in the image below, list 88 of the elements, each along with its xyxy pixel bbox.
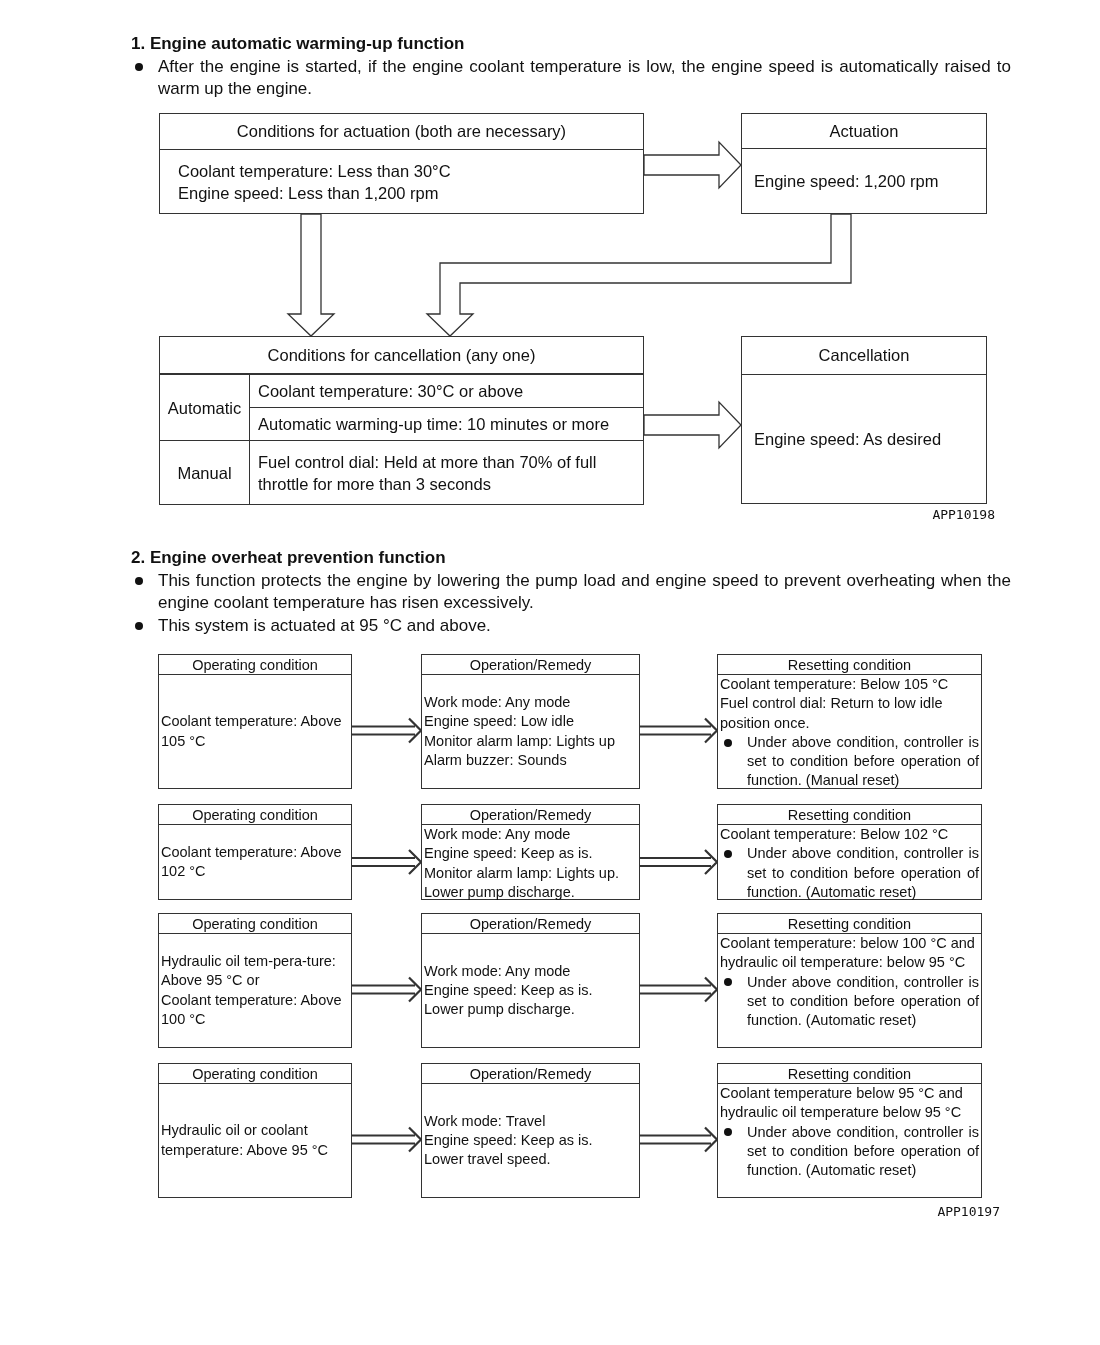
condition-text: Lower pump discharge. [424,882,576,902]
condition-text: Coolant temperature: Above 100 °C [161,990,343,1029]
bullet-text: This system is actuated at 95 °C and above. [158,615,491,637]
condition-text: Hydraulic oil tem-pera-ture: Above 95 °C or [161,951,337,991]
condition-text: Engine speed: As desired [754,429,943,450]
condition-text: Engine speed: Less than 1,200 rpm [178,182,440,204]
condition-text: Monitor alarm lamp: Lights up [424,731,616,751]
box-heading: Operating condition [192,1065,318,1082]
figure-code: APP10197 [936,1204,1000,1219]
condition-text: Engine speed: Keep as is. [424,844,594,864]
condition-text: Engine speed: Keep as is. [424,1130,594,1150]
box-heading: Resetting condition [787,656,912,673]
box-heading: Resetting condition [787,915,912,932]
condition-box [159,113,644,214]
condition-text: Coolant temperature: Above 105 °C [161,712,343,751]
condition-box [421,654,640,789]
condition-box [158,804,352,900]
box-heading: Actuation [829,121,899,141]
condition-box [158,654,352,789]
bullet-text: Under above condition, controller is set to condition before operation of function. (Automatic reset) [747,972,979,1031]
condition-text: Coolant temperature: Below 102 °C [720,825,950,844]
bullet-text: Under above condition, controller is set to condition before operation of function. (Manual reset) [747,732,979,791]
condition-text: Lower pump discharge. [424,1000,576,1020]
box-heading: Operation/Remedy [469,656,592,673]
table-heading: Conditions for cancellation (any one) [267,345,536,365]
double-arrow [638,1126,719,1153]
box-heading: Operating condition [192,656,318,673]
box-heading: Conditions for actuation (both are necessary) [236,122,567,141]
condition-text: Work mode: Travel [424,1111,547,1131]
bullet-text: This function protects the engine by lowering the pump load and engine speed to prevent overheating when the engine coolant temperature has risen excessively. [158,570,1011,614]
condition-box [421,1063,640,1198]
bullet-text: Under above condition, controller is set to condition before operation of function. (Automatic reset) [747,1122,979,1181]
row-heading: Manual [177,462,232,484]
bullet-text: Under above condition, controller is set to condition before operation of function. (Automatic reset) [747,844,979,902]
condition-text: Hydraulic oil or coolant temperature: Above 95 °C [161,1121,329,1160]
condition-box [741,336,987,504]
condition-text: Coolant temperature: Below 105 °C [720,675,950,694]
box-heading: Operating condition [192,806,318,823]
condition-text: Engine speed: Keep as is. [424,980,594,1000]
double-arrow [638,717,719,744]
condition-text: Fuel control dial: Return to low idle position once. [720,694,944,733]
condition-text: Work mode: Any mode [424,692,572,712]
figure-code: APP10198 [931,507,995,522]
box-heading: Operation/Remedy [469,1065,592,1082]
box-heading: Resetting condition [787,806,912,823]
row-heading: Automatic [167,397,242,419]
double-arrow [638,848,719,876]
block-arrow [286,213,336,337]
condition-text: Alarm buzzer: Sounds [424,750,568,770]
bullet-text: After the engine is started, if the engine coolant temperature is low, the engine speed is automatically raised to warm up the engine. [158,56,1011,100]
block-arrow [643,140,742,190]
condition-box [717,804,982,900]
condition-text: Work mode: Any mode [424,825,572,844]
condition-text: Lower travel speed. [424,1150,552,1170]
double-arrow [350,848,423,876]
table-cell-text: Coolant temperature: 30°C or above [258,381,524,402]
section-heading: 1. Engine automatic warming-up function [131,34,466,54]
condition-text: Coolant temperature below 95 °C and hydraulic oil temperature below 95 °C [720,1084,964,1123]
block-arrow [425,213,852,337]
condition-box [421,913,640,1048]
table-cell-text: Fuel control dial: Held at more than 70% of full throttle for more than 3 seconds [258,451,598,495]
box-heading: Operating condition [192,915,318,932]
condition-box [717,913,982,1048]
condition-box [717,654,982,789]
condition-box [717,1063,982,1198]
condition-box [158,1063,352,1198]
double-arrow [350,976,423,1003]
double-arrow [350,1126,423,1153]
condition-box [741,113,987,214]
table-cell-text: Automatic warming-up time: 10 minutes or more [258,414,610,435]
condition-text: Coolant temperature: Less than 30°C [178,160,452,182]
box-heading: Cancellation [818,346,910,365]
double-arrow [350,717,423,744]
condition-text: Work mode: Any mode [424,961,572,981]
condition-box [421,804,640,900]
condition-box [158,913,352,1048]
condition-text: Coolant temperature: below 100 °C and hydraulic oil temperature: below 95 °C [720,934,976,973]
condition-text: Engine speed: 1,200 rpm [754,171,940,192]
box-heading: Operation/Remedy [469,806,592,823]
box-heading: Operation/Remedy [469,915,592,932]
condition-text: Monitor alarm lamp: Lights up. [424,863,621,883]
condition-text: Engine speed: Low idle [424,712,575,732]
section-heading: 2. Engine overheat prevention function [131,548,447,568]
condition-table [159,336,644,505]
condition-text: Coolant temperature: Above 102 °C [161,842,343,881]
box-heading: Resetting condition [787,1065,912,1082]
block-arrow [643,400,742,450]
double-arrow [638,976,719,1003]
